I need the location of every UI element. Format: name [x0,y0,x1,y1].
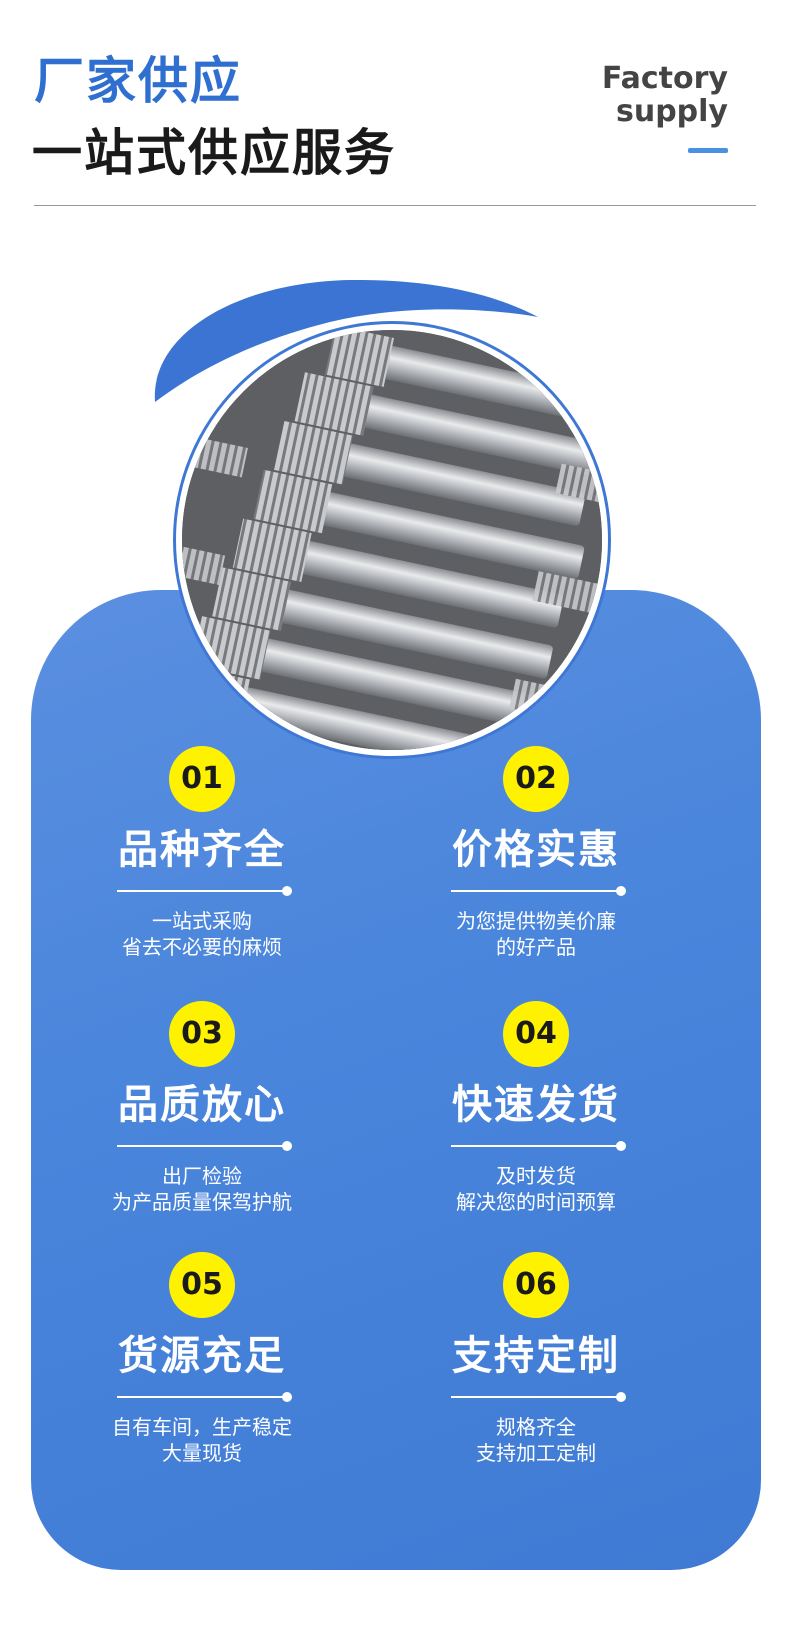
feature-fast-shipping: 04 快速发货 及时发货 解决您的时间预算 [386,1001,686,1215]
english-tagline-line1: Factory [601,61,728,96]
product-photo-gear-shafts [176,324,608,756]
accent-bar [688,148,728,153]
feature-description: 一站式采购 省去不必要的麻烦 [52,908,352,960]
feature-description-line2: 的好产品 [496,935,576,959]
feature-title: 品种齐全 [118,827,286,873]
feature-underline [451,886,626,896]
feature-quality: 03 品质放心 出厂检验 为产品质量保驾护航 [52,1001,352,1215]
feature-description-line2: 大量现货 [162,1441,242,1465]
page-title-secondary: 一站式供应服务 [32,124,396,182]
feature-underline [117,1392,292,1402]
gear-shafts-illustration [182,330,602,750]
feature-title: 快速发货 [452,1082,620,1128]
feature-description-line2: 省去不必要的麻烦 [122,935,282,959]
english-tagline-line2: supply [615,94,728,129]
feature-underline [451,1392,626,1402]
feature-title: 品质放心 [118,1082,286,1128]
feature-variety: 01 品种齐全 一站式采购 省去不必要的麻烦 [52,746,352,960]
feature-stock: 05 货源充足 自有车间，生产稳定 大量现货 [52,1252,352,1466]
feature-number-badge: 06 [503,1252,569,1318]
feature-description-line1: 一站式采购 [152,909,252,933]
english-tagline: Factory supply [602,62,728,128]
feature-number-badge: 04 [503,1001,569,1067]
feature-description-line2: 支持加工定制 [476,1441,596,1465]
feature-customization: 06 支持定制 规格齐全 支持加工定制 [386,1252,686,1466]
feature-description-line1: 为您提供物美价廉 [456,909,616,933]
feature-underline [117,1141,292,1151]
feature-description: 出厂检验 为产品质量保驾护航 [52,1163,352,1215]
feature-description-line2: 为产品质量保驾护航 [112,1190,292,1214]
feature-description-line1: 及时发货 [496,1164,576,1188]
feature-description: 及时发货 解决您的时间预算 [386,1163,686,1215]
feature-number-badge: 03 [169,1001,235,1067]
page-header: 厂家供应 一站式供应服务 Factory supply [0,0,790,210]
feature-description-line1: 出厂检验 [162,1164,242,1188]
page-title-primary: 厂家供应 [34,52,242,110]
feature-description: 为您提供物美价廉 的好产品 [386,908,686,960]
feature-description-line1: 规格齐全 [496,1415,576,1439]
feature-underline [117,886,292,896]
feature-title: 货源充足 [118,1333,286,1379]
header-divider [34,205,756,206]
feature-title: 支持定制 [452,1333,620,1379]
decorative-arc [154,279,538,402]
feature-underline [451,1141,626,1151]
feature-description: 自有车间，生产稳定 大量现货 [52,1414,352,1466]
feature-number-badge: 01 [169,746,235,812]
feature-number-badge: 02 [503,746,569,812]
feature-price: 02 价格实惠 为您提供物美价廉 的好产品 [386,746,686,960]
feature-title: 价格实惠 [452,827,620,873]
feature-description-line1: 自有车间，生产稳定 [112,1415,292,1439]
feature-number-badge: 05 [169,1252,235,1318]
feature-description: 规格齐全 支持加工定制 [386,1414,686,1466]
feature-description-line2: 解决您的时间预算 [456,1190,616,1214]
